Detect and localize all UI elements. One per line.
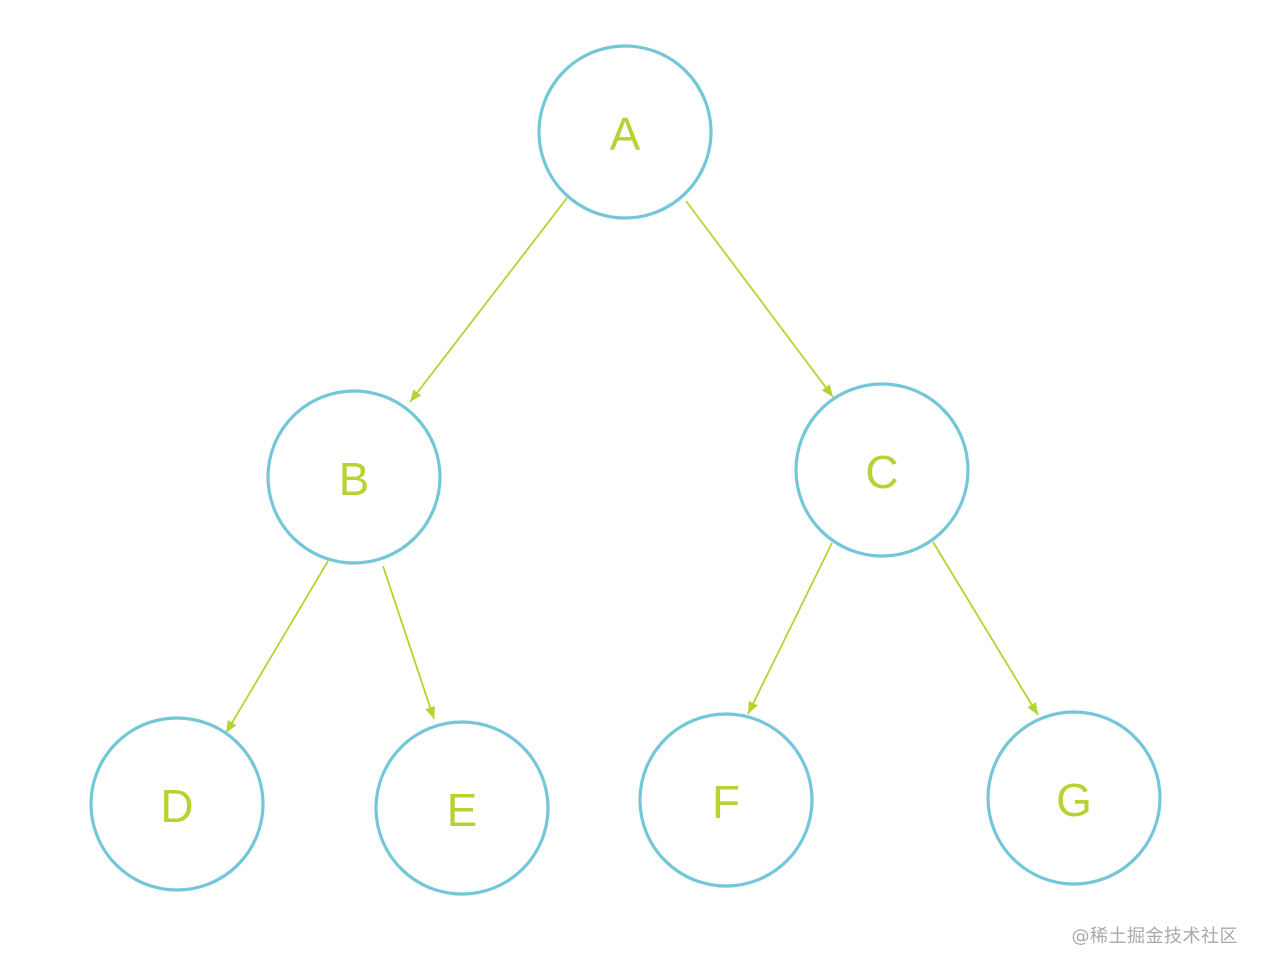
tree-node-g: G bbox=[986, 710, 1162, 886]
node-label: D bbox=[160, 780, 193, 832]
node-circle bbox=[266, 389, 442, 565]
tree-node-a: A bbox=[537, 44, 713, 220]
edge-line bbox=[685, 200, 834, 398]
tree-node-f: F bbox=[638, 712, 814, 888]
node-circle bbox=[986, 710, 1162, 886]
node-circle bbox=[638, 712, 814, 888]
arrow-head-icon bbox=[425, 706, 435, 719]
edge-line bbox=[382, 565, 435, 720]
node-circle bbox=[374, 720, 550, 896]
node-label: F bbox=[712, 776, 740, 828]
arrow-head-icon bbox=[748, 701, 758, 714]
edge-a-b bbox=[409, 197, 568, 403]
node-label: B bbox=[339, 453, 370, 505]
node-label: A bbox=[610, 108, 641, 160]
watermark-text: @稀土掘金技术社区 bbox=[1071, 926, 1238, 947]
edge-line bbox=[932, 541, 1039, 716]
arrow-head-icon bbox=[1027, 702, 1038, 715]
tree-node-b: B bbox=[266, 389, 442, 565]
edge-b-d bbox=[225, 560, 329, 734]
tree-node-c: C bbox=[794, 382, 970, 558]
arrow-head-icon bbox=[226, 720, 237, 733]
node-label: G bbox=[1056, 774, 1092, 826]
node-label: E bbox=[447, 784, 478, 836]
tree-node-d: D bbox=[89, 716, 265, 892]
arrow-head-icon bbox=[821, 384, 833, 397]
edge-c-g bbox=[932, 541, 1039, 716]
arrow-head-icon bbox=[410, 389, 422, 402]
edges-layer bbox=[225, 197, 1039, 734]
edge-line bbox=[225, 560, 329, 734]
edge-line bbox=[409, 197, 568, 403]
node-label: C bbox=[865, 446, 898, 498]
edge-line bbox=[747, 542, 833, 715]
tree-node-e: E bbox=[374, 720, 550, 896]
edge-c-f bbox=[747, 542, 833, 715]
node-circle bbox=[794, 382, 970, 558]
node-circle bbox=[89, 716, 265, 892]
edge-a-c bbox=[685, 200, 834, 398]
nodes-layer: A B C D E F G bbox=[89, 44, 1162, 896]
edge-b-e bbox=[382, 565, 435, 720]
node-circle bbox=[537, 44, 713, 220]
